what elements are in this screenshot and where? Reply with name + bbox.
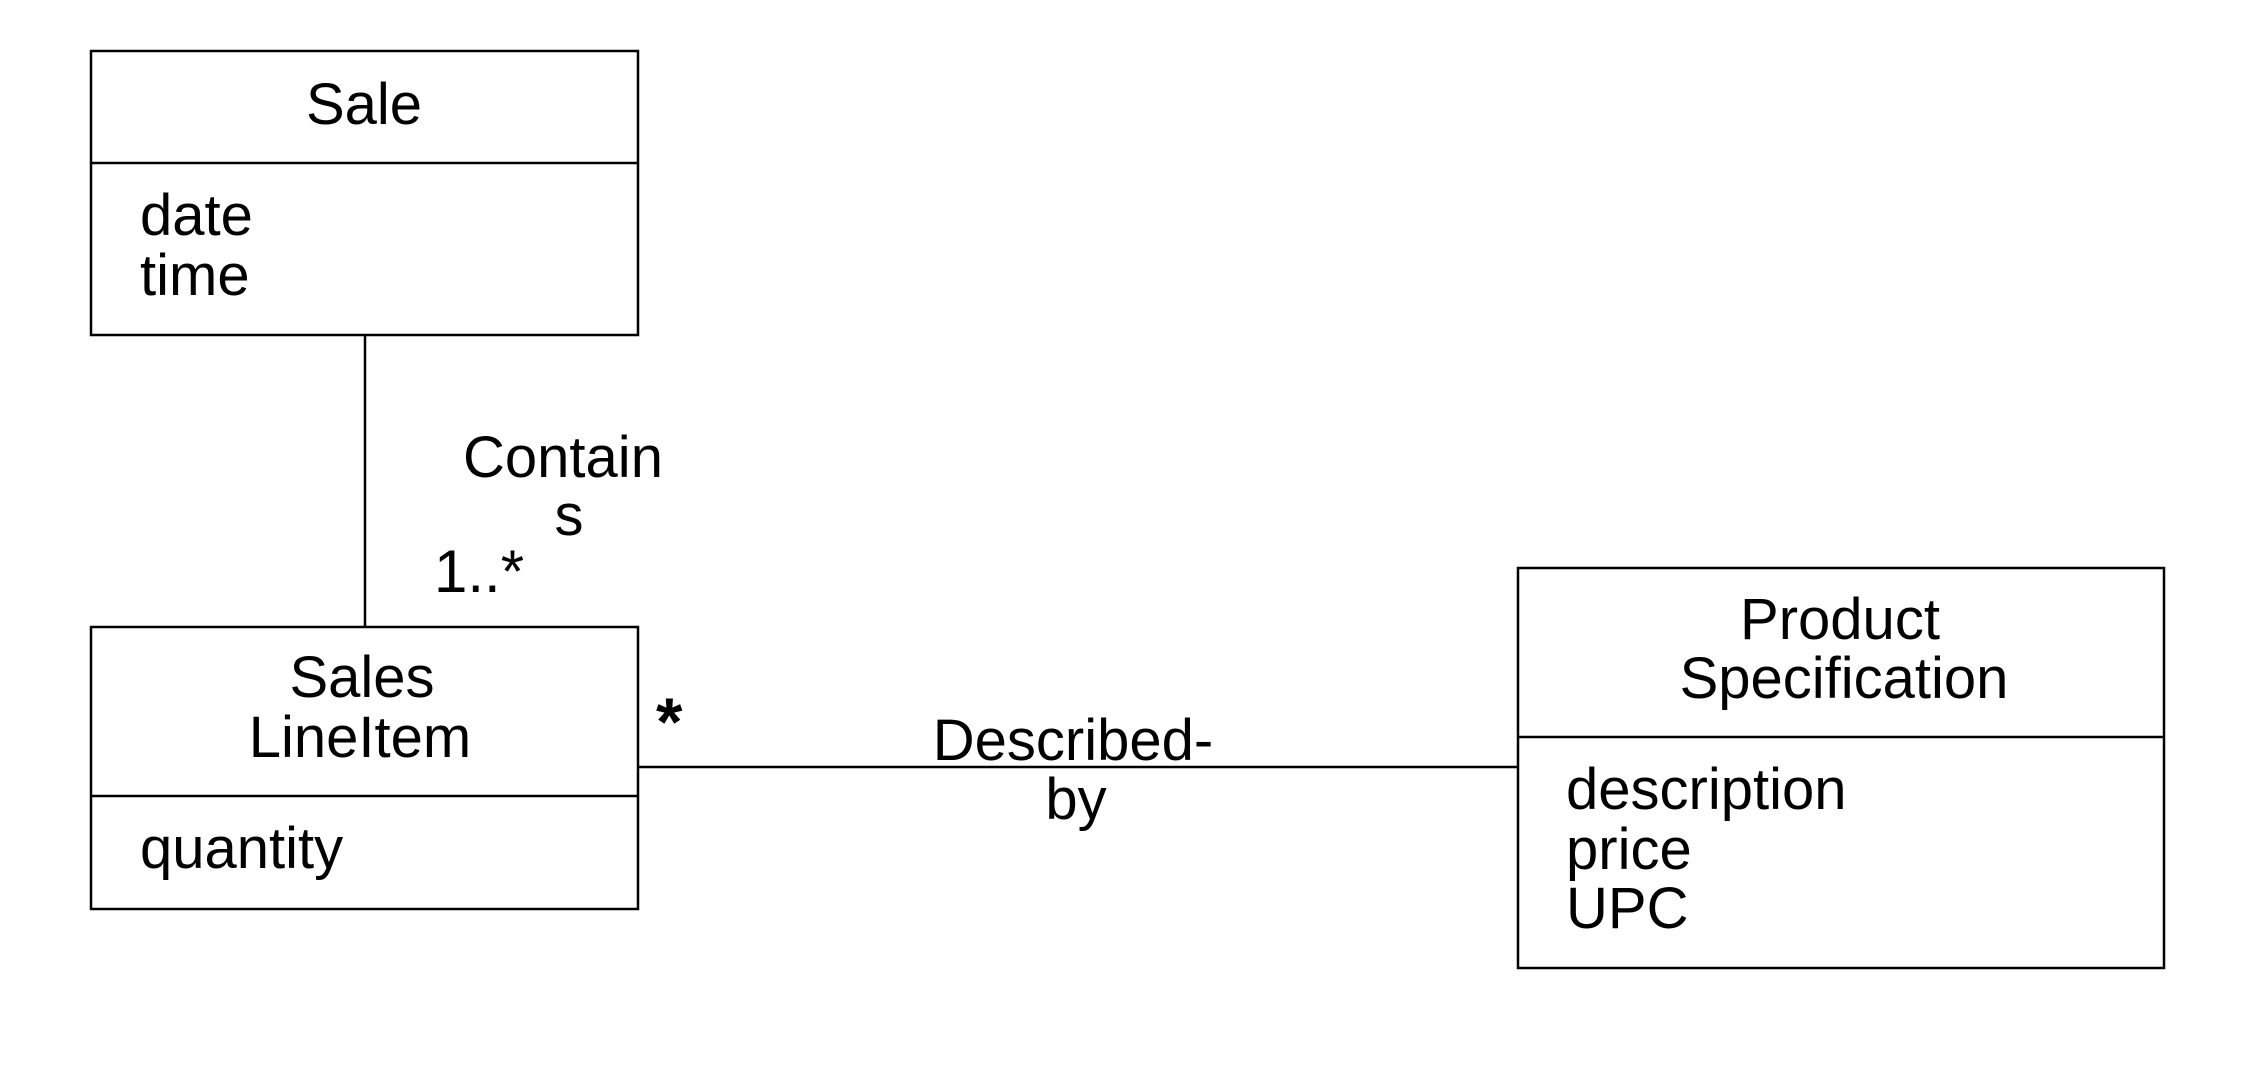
- sale-attribute-time: time: [140, 243, 250, 308]
- product-specification-attribute-description: description: [1566, 757, 1846, 822]
- contains-multiplicity: 1..*: [434, 538, 524, 605]
- contains-label-line-2: s: [555, 483, 584, 548]
- sales-line-item-class-name-line-1: Sales: [289, 645, 434, 710]
- sale-class-name: Sale: [306, 72, 422, 137]
- sales-line-item-attribute-quantity: quantity: [140, 816, 343, 881]
- described-by-label-line-2: by: [1045, 767, 1106, 832]
- described-by-label-line-1: Described-: [933, 708, 1213, 773]
- described-by-multiplicity: *: [656, 684, 683, 760]
- product-specification-attribute-upc: UPC: [1566, 876, 1688, 941]
- product-specification-class-name-line-2: Specification: [1680, 646, 2009, 711]
- sale-attribute-date: date: [140, 183, 253, 248]
- sale-class: Sale date time: [89, 49, 640, 337]
- contains-label-line-1: Contain: [463, 425, 663, 490]
- product-specification-attribute-price: price: [1566, 817, 1692, 882]
- product-specification-class: Product Specification description price …: [1516, 566, 2166, 970]
- sales-line-item-class-name-line-2: LineItem: [249, 705, 471, 770]
- product-specification-class-name-line-1: Product: [1740, 587, 1940, 652]
- sales-line-item-class: Sales LineItem quantity: [89, 625, 640, 911]
